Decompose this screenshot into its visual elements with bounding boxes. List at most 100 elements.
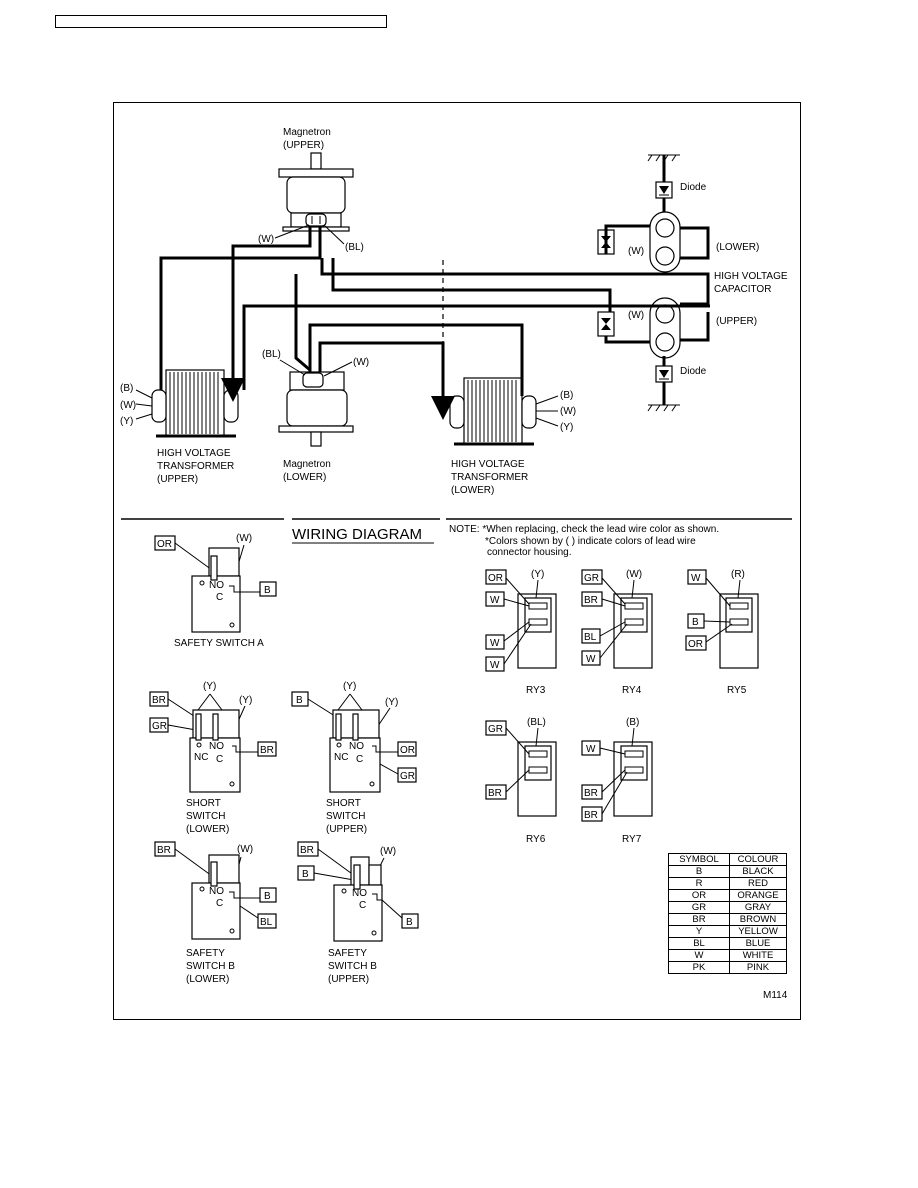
label: GR xyxy=(488,724,503,735)
drawing-shape xyxy=(503,621,530,642)
drawing-shape xyxy=(286,389,348,427)
hv-capacitors: Diode (W) (LOWER) HIGH VOLTAGE CAPACITOR… xyxy=(597,154,788,412)
label: BR xyxy=(584,595,598,606)
safety-switch-b-lower: BR (W) B BL NO C SAFETY SWITCH B (LOWER) xyxy=(154,841,277,985)
label: (W) xyxy=(120,400,136,411)
relay-ry6: (BL) GR BR RY6 xyxy=(485,717,557,845)
short-switch-lower: (Y) (Y) BR GR BR NO NC C SHORT SWITCH (L… xyxy=(149,681,277,835)
label: NO xyxy=(209,580,224,591)
label: Y xyxy=(668,925,730,938)
label: (LOWER) xyxy=(451,485,494,496)
drawing-shape xyxy=(279,359,306,376)
drawing-shape xyxy=(535,727,539,747)
drawing-shape xyxy=(685,635,707,651)
drawing-shape xyxy=(601,577,626,605)
drawing-shape xyxy=(196,742,202,748)
drawing-shape xyxy=(703,620,731,623)
drawing-shape xyxy=(352,713,359,741)
diagram-code: M114 xyxy=(763,990,788,1001)
drawing-shape xyxy=(229,585,260,593)
drawing-shape xyxy=(323,224,345,245)
label: NO xyxy=(352,888,367,899)
label: BLACK xyxy=(729,865,787,878)
drawing-shape xyxy=(503,598,530,607)
label: BR xyxy=(300,845,314,856)
label: B xyxy=(264,891,271,902)
drawing-shape xyxy=(659,370,669,378)
drawing-shape xyxy=(397,741,417,757)
drawing-shape xyxy=(631,579,635,599)
label: YELLOW xyxy=(729,925,787,938)
label: (W) xyxy=(628,310,644,321)
drawing-shape xyxy=(505,727,530,755)
drawing-shape xyxy=(197,693,211,711)
drawing-shape xyxy=(655,404,661,412)
label: (LOWER) xyxy=(186,824,229,835)
note-line-2: *Colors shown by ( ) indicate colors of … xyxy=(485,536,696,547)
label: (LOWER) xyxy=(716,242,759,253)
label: B xyxy=(296,695,303,706)
drawing-shape xyxy=(305,213,327,227)
label: (W) xyxy=(237,844,253,855)
label: BR xyxy=(668,913,730,926)
drawing-shape xyxy=(687,569,707,585)
drawing-shape xyxy=(659,186,669,194)
label: W xyxy=(490,638,500,649)
drawing-shape xyxy=(199,886,205,892)
drawing-shape xyxy=(331,258,612,312)
label: BL xyxy=(668,937,730,950)
label: GR xyxy=(668,901,730,914)
drawing-shape xyxy=(671,154,677,162)
drawing-shape xyxy=(599,747,626,755)
drawing-shape xyxy=(336,742,342,748)
relay-ry3: (Y) OR W W W RY3 xyxy=(485,569,557,696)
label: BL xyxy=(260,917,273,928)
label: (W) xyxy=(236,533,252,544)
label: (B) xyxy=(626,717,639,728)
drawing-shape xyxy=(449,395,465,429)
drawing-shape xyxy=(680,312,710,342)
label: C xyxy=(216,754,223,765)
label: (R) xyxy=(731,569,745,580)
label: (Y) xyxy=(239,695,252,706)
drawing-shape xyxy=(223,389,239,423)
label: (W) xyxy=(258,234,274,245)
label: C xyxy=(356,754,363,765)
label: BR xyxy=(157,845,171,856)
drawing-shape xyxy=(521,395,537,429)
drawing-shape xyxy=(655,304,675,324)
label: NO xyxy=(209,886,224,897)
label: HIGH VOLTAGE xyxy=(714,271,788,282)
drawing-shape xyxy=(135,389,153,399)
label: (BL) xyxy=(345,242,364,253)
label: GRAY xyxy=(729,901,787,914)
drawing-shape xyxy=(278,425,354,433)
drawing-shape xyxy=(371,930,377,936)
drawing-shape xyxy=(165,369,225,437)
label: (W) xyxy=(353,357,369,368)
drawing-shape xyxy=(368,864,382,886)
label: SHORT xyxy=(186,798,221,809)
label: C xyxy=(359,900,366,911)
drawing-shape xyxy=(599,621,626,637)
drawing-shape xyxy=(401,913,419,929)
label: RY4 xyxy=(622,685,642,696)
label: W xyxy=(490,595,500,606)
label: OR xyxy=(668,889,730,902)
drawing-shape xyxy=(463,377,523,445)
label: B xyxy=(668,865,730,878)
label: SAFETY xyxy=(328,948,367,959)
label: (Y) xyxy=(385,697,398,708)
label: C xyxy=(216,592,223,603)
note-line-1: NOTE: *When replacing, check the lead wi… xyxy=(449,524,719,535)
drawing-shape xyxy=(655,218,675,238)
drawing-shape xyxy=(212,713,219,741)
label: SHORT xyxy=(326,798,361,809)
drawing-shape xyxy=(232,745,258,753)
drawing-shape xyxy=(167,724,197,731)
drawing-shape xyxy=(282,226,350,232)
